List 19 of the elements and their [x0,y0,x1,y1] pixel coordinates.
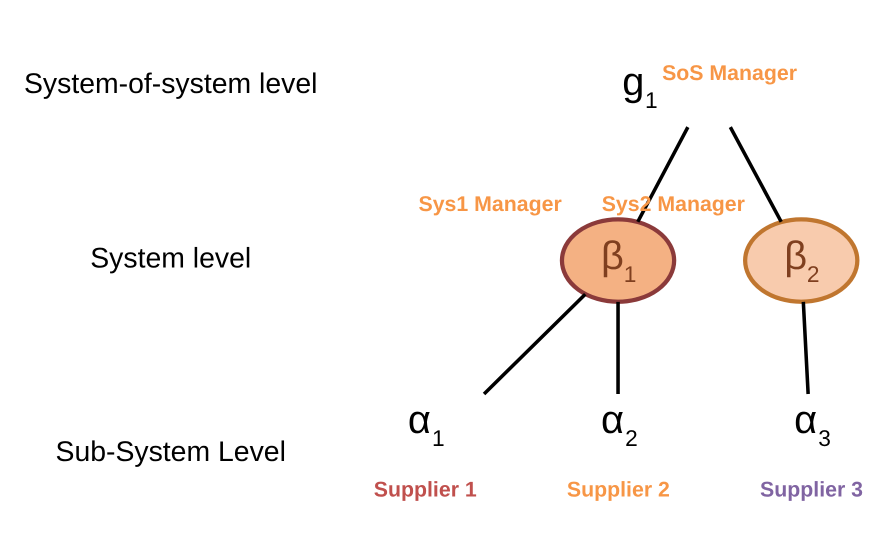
label: Sub-System Level [56,436,286,468]
label: System-of-system level [24,68,318,100]
node-ellipse: β$_{2}$ [743,217,860,304]
node-label: SoS Manager [662,61,797,86]
connector [636,126,690,223]
node-text: α$_{2}$ [601,398,638,451]
connector [616,302,620,394]
label: System level [90,242,252,275]
node-label: Supplier 2 [566,477,670,502]
node-text: α$_{3}$ [794,398,831,451]
node-text: g$_{1}$ [622,60,658,113]
node-text: α$_{1}$ [408,398,445,451]
connector [482,292,587,396]
connector [728,126,783,223]
node-label: Supplier 3 [760,477,864,502]
node-ellipse: β$_{1}$ [560,217,676,304]
node-label: Supplier 1 [374,477,477,502]
connector [802,302,810,394]
node-label: Sys1 Manager [418,192,562,216]
